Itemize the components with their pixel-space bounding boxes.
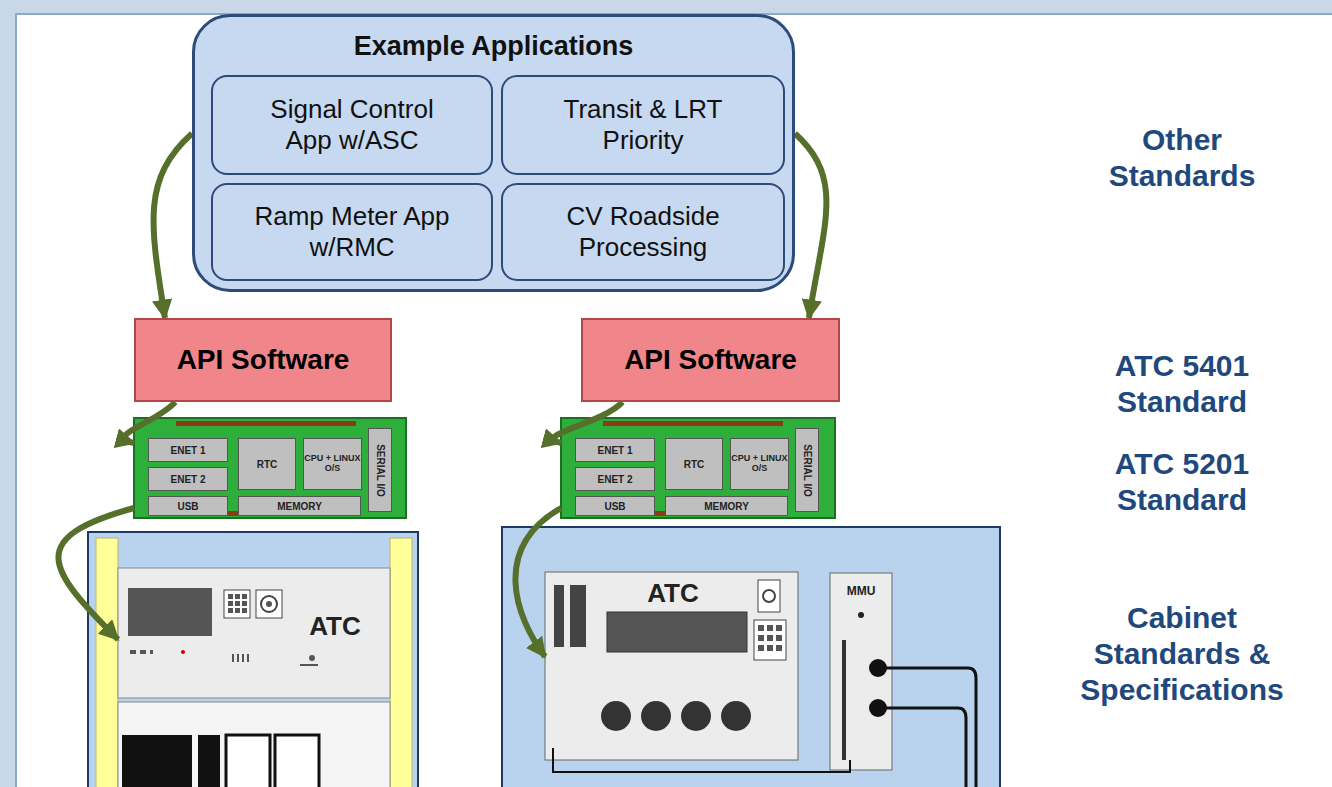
chip-label: CPU + LINUX O/S: [731, 454, 788, 474]
api-box: API Software: [134, 318, 392, 402]
chip-box: RTC: [238, 438, 296, 490]
panel: [16, 14, 1332, 787]
chip-box: RTC: [665, 438, 723, 490]
application-box: CV Roadside Processing: [501, 183, 785, 281]
flow-arrow: [795, 134, 826, 318]
circuit-board: ENET 1 RTC CPU + LINUX O/S SERIAL I/O ENET 2…: [134, 418, 406, 518]
chip-box: ENET 2: [148, 467, 228, 491]
chip-box: USB: [148, 496, 228, 516]
application-box: Transit & LRT Priority: [501, 75, 785, 175]
flow-arrow: [515, 508, 561, 657]
application-name: Ramp Meter App w/RMC: [237, 201, 467, 263]
standard-label: ATC 5401 Standard: [1072, 348, 1292, 420]
standard-label: Other Standards: [1072, 122, 1292, 194]
application-box: Ramp Meter App w/RMC: [211, 183, 493, 281]
chip-box: USB: [575, 496, 655, 516]
chip-label: MEMORY: [277, 501, 322, 512]
chip-label: CPU + LINUX O/S: [304, 454, 361, 474]
unit-label: ATC: [300, 608, 370, 644]
chip-box: CPU + LINUX O/S: [730, 438, 789, 490]
chip-box: ENET 1: [575, 438, 655, 462]
circuit-board: ENET 1 RTC CPU + LINUX O/S SERIAL I/O ENET 2…: [561, 418, 835, 518]
application-name: Signal Control App w/ASC: [247, 94, 457, 156]
chip-label: SERIAL I/O: [375, 444, 386, 497]
application-name: Transit & LRT Priority: [543, 94, 743, 156]
chip-box: SERIAL I/O: [795, 428, 819, 512]
chip-label: ENET 2: [597, 474, 632, 485]
flow-arrow: [154, 134, 192, 318]
group-title: Example Applications: [195, 31, 792, 62]
chip-box: MEMORY: [238, 496, 361, 516]
standard-label: Cabinet Standards & Specifications: [1072, 600, 1292, 708]
controller-unit: ATC: [545, 572, 798, 760]
chip-box: CPU + LINUX O/S: [303, 438, 362, 490]
application-group: Example ApplicationsSignal Control App w…: [192, 14, 795, 292]
chip-label: ENET 2: [170, 474, 205, 485]
controller-unit: ATC: [118, 568, 390, 698]
application-box: Signal Control App w/ASC: [211, 75, 493, 175]
chip-label: RTC: [257, 459, 278, 470]
chip-box: ENET 1: [148, 438, 228, 462]
chip-label: MEMORY: [704, 501, 749, 512]
api-box: API Software: [581, 318, 840, 402]
chip-box: SERIAL I/O: [368, 428, 392, 512]
cabinet: [88, 532, 418, 787]
layer-name: API Software: [624, 344, 797, 376]
flow-arrow: [58, 508, 134, 640]
cabinet: [502, 527, 1000, 787]
flow-arrow: [125, 402, 175, 443]
circuit-board: [134, 418, 835, 518]
chip-label: USB: [604, 501, 625, 512]
unit-label: ATC: [641, 576, 705, 610]
chip-box: MEMORY: [665, 496, 788, 516]
chip-label: USB: [177, 501, 198, 512]
standard-label: ATC 5201 Standard: [1072, 446, 1292, 518]
chip-label: ENET 1: [597, 445, 632, 456]
chip-box: ENET 2: [575, 467, 655, 491]
chip-label: ENET 1: [170, 445, 205, 456]
application-name: CV Roadside Processing: [543, 201, 743, 263]
chip-label: SERIAL I/O: [802, 444, 813, 497]
chip-label: RTC: [684, 459, 705, 470]
unit-label: MMU: [830, 581, 892, 601]
layer-name: API Software: [177, 344, 350, 376]
flow-arrow: [554, 402, 623, 443]
monitor-unit: MMU: [830, 573, 892, 770]
